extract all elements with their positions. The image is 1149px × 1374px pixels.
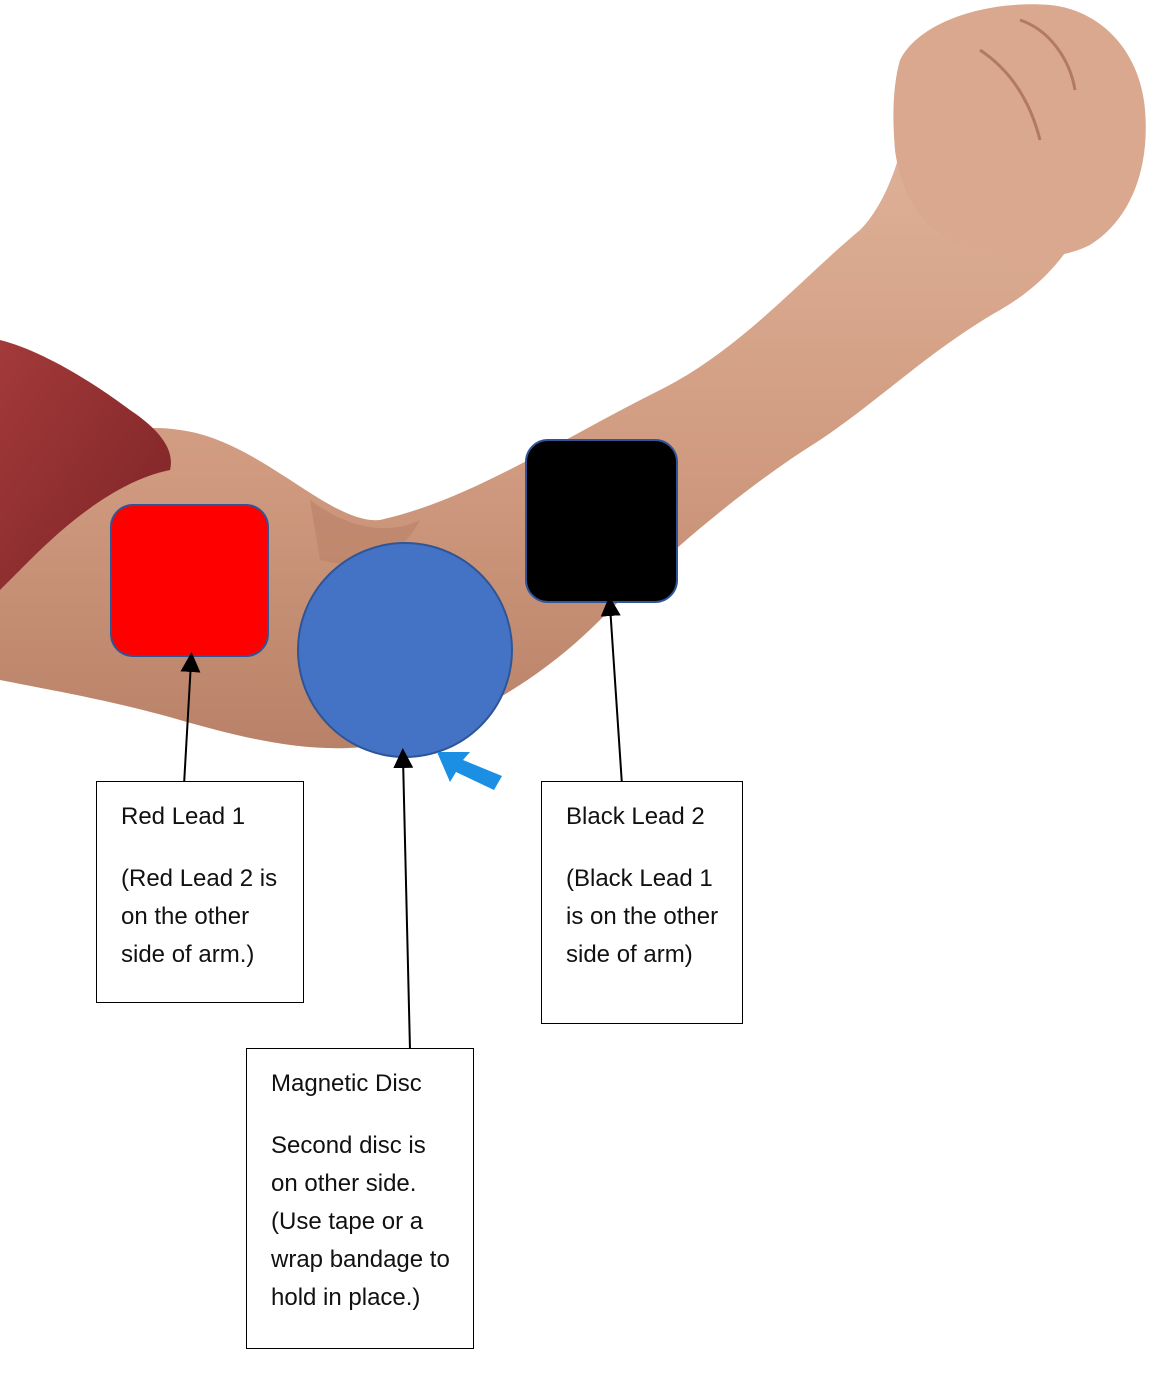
- magnetic-disc-callout: Magnetic Disc Second disc is on other si…: [246, 1048, 474, 1349]
- magnetic-disc-pointer: [393, 748, 414, 1051]
- black-lead-callout: Black Lead 2 (Black Lead 1 is on the oth…: [541, 781, 743, 1024]
- knuckle-lines: [979, 18, 1077, 141]
- arrow-pointing-up-left-icon: [437, 752, 502, 790]
- fist: [893, 4, 1146, 258]
- black-lead-title: Black Lead 2: [566, 803, 705, 830]
- red-lead-callout: Red Lead 1 (Red Lead 2 is on the other s…: [96, 781, 304, 1003]
- red-lead-note: (Red Lead 2 is on the other side of arm.…: [121, 865, 278, 968]
- black-lead-pad: [525, 439, 678, 603]
- black-lead-pointer: [600, 596, 623, 786]
- red-lead-title: Red Lead 1: [121, 803, 246, 830]
- arm-skin: [0, 110, 1102, 749]
- red-lead-pointer: [180, 652, 201, 786]
- black-lead-note: (Black Lead 1 is on the other side of ar…: [566, 865, 719, 968]
- magnetic-disc-title: Magnetic Disc: [271, 1070, 422, 1097]
- shirt-sleeve: [0, 340, 171, 590]
- magnetic-disc: [297, 542, 513, 758]
- red-lead-pad: [110, 504, 269, 657]
- magnetic-disc-note: Second disc is on other side. (Use tape …: [271, 1132, 450, 1311]
